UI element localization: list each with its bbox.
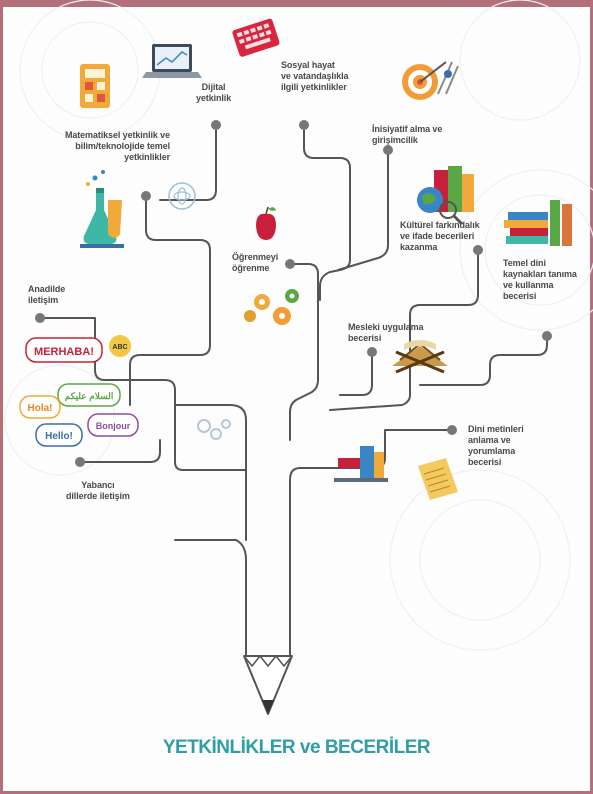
label-social: Sosyal hayat ve vatandaşlıkla ilgili yet… <box>281 60 349 92</box>
branch-cultural <box>329 249 479 411</box>
branch-social <box>303 124 351 301</box>
branch-digital <box>159 124 217 201</box>
laptop-icon <box>142 44 202 78</box>
bubble-arabic-text: السلام عليكم <box>65 391 114 402</box>
label-texts: Dini metinleri anlama ve yorumlama becer… <box>468 424 524 467</box>
frame-left <box>0 0 3 794</box>
branch-learning <box>289 263 319 441</box>
quran-stand-icon <box>392 340 448 374</box>
branch-math <box>129 195 211 406</box>
dot-social <box>299 120 309 130</box>
atom-icon <box>168 182 196 210</box>
bubble-bonjour-text: Bonjour <box>96 421 131 431</box>
label-learning: Öğrenmeyi öğrenme <box>232 252 279 273</box>
apple-icon <box>256 206 276 240</box>
branch-quran <box>339 351 373 396</box>
dot-initiative <box>383 145 393 155</box>
connector-dots <box>35 120 552 467</box>
branch-foreign <box>79 439 161 463</box>
bubble-arabic: السلام عليكم <box>57 383 121 407</box>
keyboard-icon <box>232 18 280 57</box>
bubble-merhaba-text: MERHABA! <box>34 346 94 358</box>
bubble-bonjour: Bonjour <box>87 413 139 437</box>
target-icon <box>402 61 459 100</box>
bubble-hola-text: Hola! <box>28 403 53 414</box>
branch-sources <box>419 335 548 386</box>
label-foreign: Yabancı dillerde iletişim <box>66 480 130 501</box>
dot-sources <box>542 331 552 341</box>
frame-top <box>0 0 593 7</box>
dot-quran <box>367 347 377 357</box>
dot-learning <box>285 259 295 269</box>
dot-foreign <box>75 457 85 467</box>
label-sources: Temel dini kaynakları tanıma ve kullanma… <box>503 258 577 301</box>
label-native: Anadilde iletişim <box>28 284 66 305</box>
label-cultural: Kültürel farkındalık ve ifade becerileri… <box>400 220 480 252</box>
bubble-hola: Hola! <box>19 395 61 419</box>
dot-cultural <box>473 245 483 255</box>
branch-lines <box>39 124 548 657</box>
label-initiative: İnisiyatif alma ve girişimcilik <box>372 124 443 145</box>
bubble-hello-text: Hello! <box>45 431 73 442</box>
pencil-tip <box>243 654 293 715</box>
speech-bubbles: MERHABA! السلام عليكم Hola! Hello! Bonjo… <box>19 337 139 447</box>
page-title: YETKİNLİKLER ve BECERİLER <box>162 737 431 758</box>
abc-badge-icon: ABC <box>109 335 131 357</box>
book-stack-icon <box>504 200 572 246</box>
pencil-left-edge <box>174 539 247 657</box>
label-quran: Mesleki uygulama becerisi <box>348 322 424 343</box>
frame-bottom <box>0 791 593 794</box>
bubble-hello: Hello! <box>35 423 83 447</box>
calculator-icon <box>80 64 110 108</box>
label-math: Matematiksel yetkinlik ve bilim/teknoloj… <box>64 130 170 162</box>
small-gears-icon <box>197 419 231 440</box>
document-icon <box>418 458 458 500</box>
frame-right <box>590 0 593 794</box>
label-digital: Dijital yetkinlik <box>196 82 232 103</box>
dot-digital <box>211 120 221 130</box>
abc-badge-text: ABC <box>112 344 127 351</box>
bubble-merhaba: MERHABA! <box>25 337 103 363</box>
branch-initiative <box>337 149 389 271</box>
dot-math <box>141 191 151 201</box>
flask-icon <box>80 170 124 248</box>
dot-native <box>35 313 45 323</box>
branch-native <box>39 317 247 471</box>
branch-inner-left <box>174 404 247 541</box>
gears-icon <box>244 289 299 325</box>
books-shelf-icon <box>334 446 388 482</box>
dot-texts <box>447 425 457 435</box>
globe-books-icon <box>417 166 474 226</box>
